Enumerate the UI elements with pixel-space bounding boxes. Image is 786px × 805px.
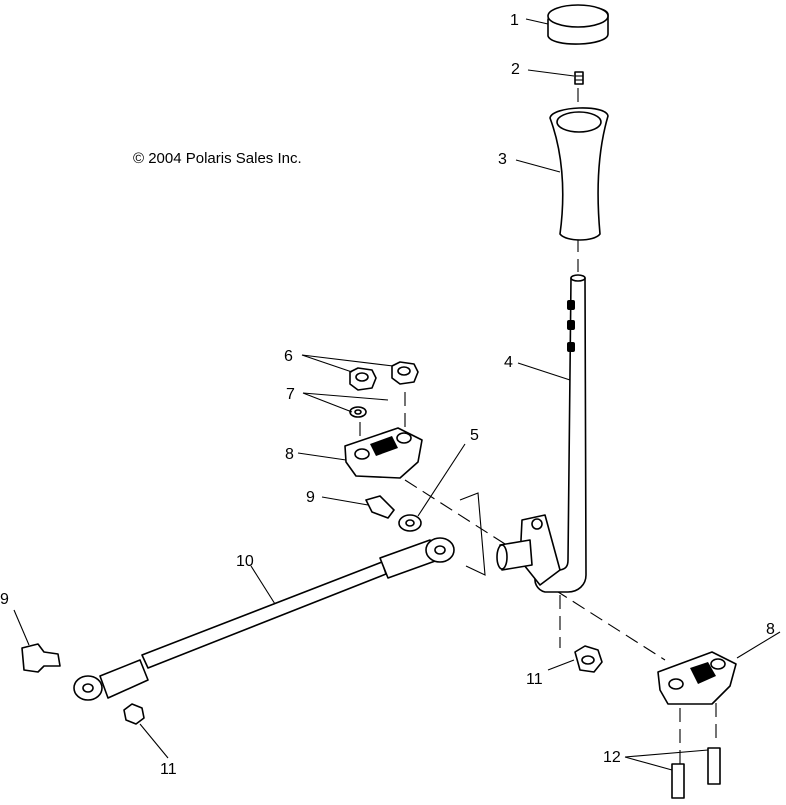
tie-rod bbox=[73, 537, 455, 701]
callout-8-upper: 8 bbox=[285, 446, 294, 463]
set-screw bbox=[574, 71, 584, 85]
callout-2: 2 bbox=[511, 61, 520, 78]
callout-labels: 1 2 3 4 5 6 7 8 8 9 9 10 11 11 12 bbox=[0, 12, 775, 778]
callout-12: 12 bbox=[603, 749, 621, 766]
callout-8-lower: 8 bbox=[766, 621, 775, 638]
callout-5: 5 bbox=[470, 427, 479, 444]
callout-4: 4 bbox=[504, 354, 513, 371]
bolt-middle bbox=[365, 495, 395, 519]
bolt-left bbox=[21, 643, 61, 673]
screw-pair bbox=[671, 747, 721, 799]
shift-knob-cap bbox=[547, 4, 609, 45]
copyright-notice: © 2004 Polaris Sales Inc. bbox=[133, 150, 302, 167]
lock-washer bbox=[349, 406, 367, 418]
callout-9-left: 9 bbox=[0, 591, 9, 608]
shift-grip bbox=[549, 107, 609, 241]
callout-11-right: 11 bbox=[526, 671, 543, 688]
callout-6: 6 bbox=[284, 348, 293, 365]
callout-7: 7 bbox=[286, 386, 295, 403]
shift-lever bbox=[496, 274, 587, 593]
callout-leaders bbox=[13, 18, 781, 771]
callout-10: 10 bbox=[236, 553, 254, 570]
pivot-bracket-upper bbox=[344, 427, 423, 479]
assembly-lines bbox=[359, 88, 717, 790]
washer bbox=[398, 514, 422, 532]
callout-11-left: 11 bbox=[160, 761, 177, 778]
callout-9-middle: 9 bbox=[306, 489, 315, 506]
nut-pair bbox=[349, 361, 419, 391]
pivot-bracket-lower bbox=[657, 651, 737, 705]
callout-3: 3 bbox=[498, 151, 507, 168]
nut-left bbox=[123, 703, 145, 725]
nut-right bbox=[574, 645, 603, 673]
callout-1: 1 bbox=[510, 12, 519, 29]
